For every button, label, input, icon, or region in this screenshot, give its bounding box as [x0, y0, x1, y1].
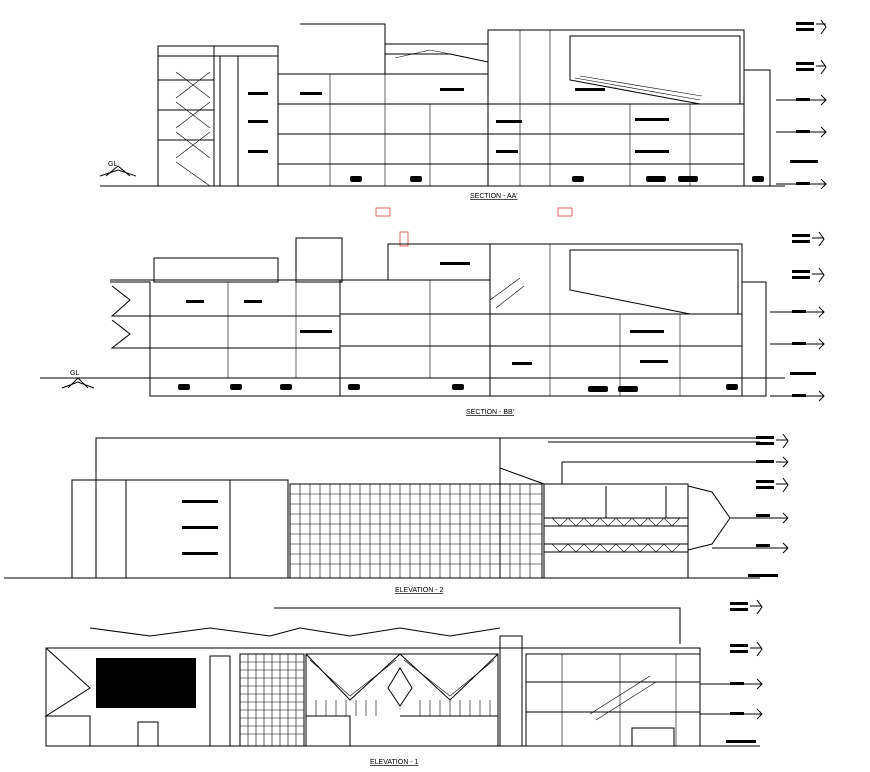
- ground-level-label-bb: GL: [70, 370, 79, 377]
- ground-level-marker-aa: [99, 165, 137, 177]
- ground-level-marker-bb: [61, 377, 95, 389]
- elevation-1: ELEVATION - 1: [44, 599, 763, 766]
- caption-elevation-2: ELEVATION - 2: [395, 587, 443, 594]
- glass-grid-facade: [290, 484, 542, 578]
- level-markers-e1: [700, 599, 763, 743]
- caption-section-bb: SECTION - BB': [466, 409, 514, 416]
- section-bb: GL: [40, 231, 825, 416]
- section-aa: GL: [99, 19, 827, 247]
- level-markers-aa: [776, 19, 827, 190]
- level-markers-bb: [770, 231, 825, 402]
- elevation-2: ELEVATION - 2: [4, 433, 789, 594]
- level-markers-e2: [712, 433, 789, 577]
- billboard-panel: [96, 658, 196, 708]
- ground-level-label-aa: GL: [108, 161, 117, 168]
- caption-elevation-1: ELEVATION - 1: [370, 759, 418, 766]
- caption-section-aa: SECTION - AA': [470, 193, 518, 200]
